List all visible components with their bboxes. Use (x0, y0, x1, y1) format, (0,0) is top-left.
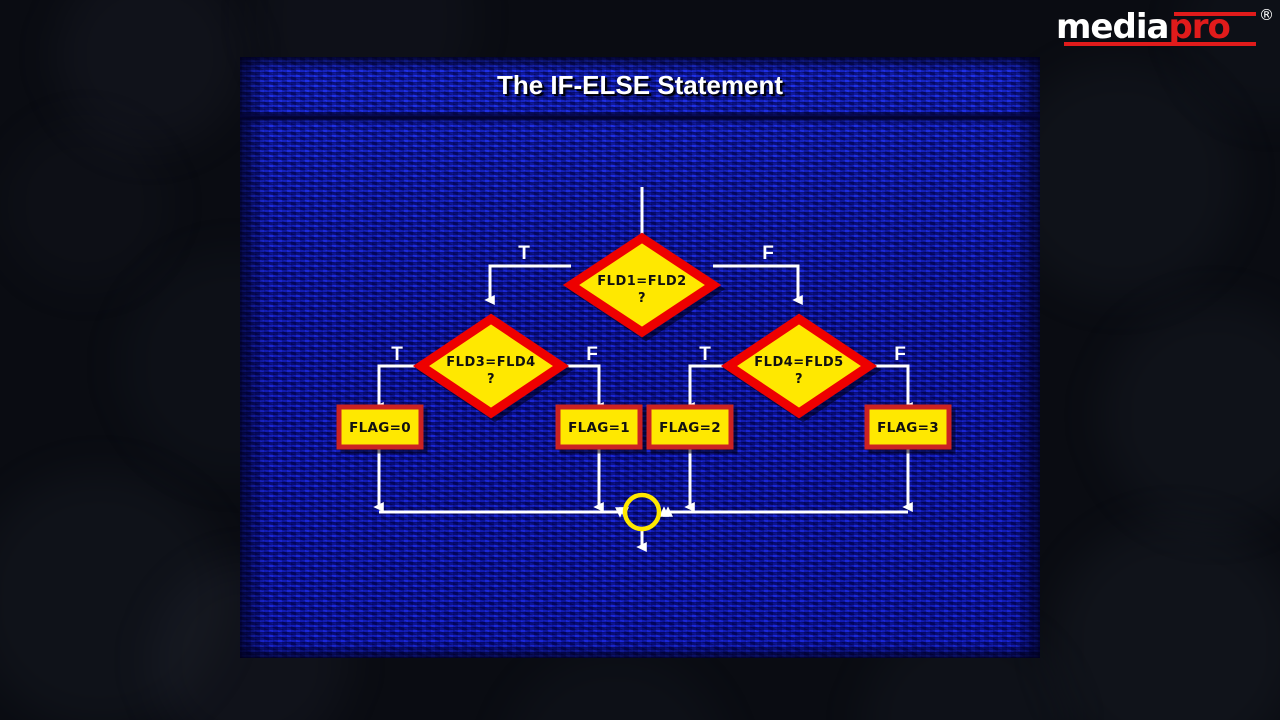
process-label: FLAG=3 (877, 420, 939, 436)
decision-label-line2: ? (638, 291, 646, 306)
background-bokeh (1050, 520, 1280, 720)
process-node-flag2[interactable]: FLAG=2 (646, 404, 734, 450)
edge-label-d3-false: F (894, 344, 906, 365)
process-node-flag0[interactable]: FLAG=0 (336, 404, 424, 450)
logo-text-pro: pro (1168, 7, 1230, 47)
flowchart-diagram: FLD1=FLD2 ? T F FLD3=FLD4 ? T F FLD4=FLD… (336, 187, 952, 658)
edge-d2-false (561, 364, 599, 407)
edge-d3-true (690, 364, 729, 407)
decision-label-line2: ? (487, 372, 495, 387)
process-label: FLAG=0 (349, 420, 411, 436)
process-node-flag1[interactable]: FLAG=1 (555, 404, 643, 450)
logo-text-media: media (1056, 7, 1169, 47)
registered-trademark-icon: ® (1259, 6, 1274, 24)
edge-label-d1-true: T (518, 243, 530, 264)
edge-label-d3-true: T (699, 344, 711, 365)
process-node-flag3[interactable]: FLAG=3 (864, 404, 952, 450)
edge-d2-true (379, 364, 421, 407)
process-label: FLAG=1 (568, 420, 630, 436)
edge-label-d2-false: F (586, 344, 598, 365)
background-bokeh (1100, 300, 1280, 530)
decision-label-line1: FLD3=FLD4 (446, 355, 535, 370)
decision-node-fld3-fld4[interactable]: FLD3=FLD4 ? (412, 313, 570, 419)
decision-label-line1: FLD1=FLD2 (597, 274, 686, 289)
presentation-slide: The IF-ELSE Statement (240, 57, 1040, 658)
background-bokeh (0, 470, 230, 720)
background-bokeh (500, 650, 730, 720)
connector-circle[interactable] (622, 492, 662, 532)
background-bokeh (55, 0, 245, 150)
edge-label-d2-true: T (391, 344, 403, 365)
logo-bar-bottom (1064, 42, 1256, 46)
edge-d1-true (490, 264, 571, 300)
decision-label-line2: ? (795, 372, 803, 387)
decision-node-fld4-fld5[interactable]: FLD4=FLD5 ? (720, 313, 878, 419)
background-bokeh (0, 120, 170, 290)
logo-bar-top (1174, 12, 1256, 16)
edge-d3-false (869, 364, 908, 407)
edge-label-d1-false: F (762, 243, 774, 264)
decision-label-line1: FLD4=FLD5 (754, 355, 843, 370)
process-label: FLAG=2 (659, 420, 721, 436)
decision-node-fld1-fld2[interactable]: FLD1=FLD2 ? (562, 232, 722, 338)
edge-d1-false (713, 264, 798, 300)
